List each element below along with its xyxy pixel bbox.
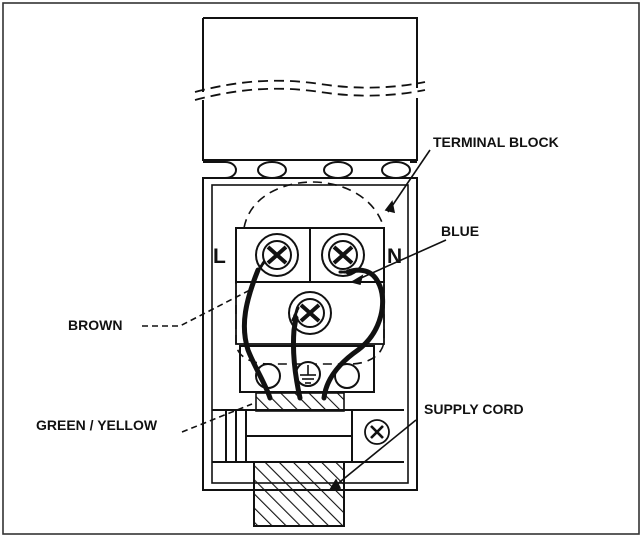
leader-lines — [142, 149, 447, 492]
label-brown: BROWN — [68, 317, 122, 333]
screw-earth — [288, 291, 332, 335]
earth-icon — [300, 365, 316, 384]
label-green-yellow: GREEN / YELLOW — [36, 417, 158, 433]
outer-frame — [2, 2, 640, 535]
appliance-body — [194, 17, 426, 161]
label-supply-cord: SUPPLY CORD — [424, 401, 524, 417]
label-blue: BLUE — [441, 223, 479, 239]
screw-neutral — [321, 233, 365, 277]
wires — [241, 260, 386, 412]
base-holes — [255, 361, 360, 389]
screw-clamp — [364, 419, 390, 445]
label-neutral: N — [387, 245, 402, 268]
label-live: L — [213, 245, 226, 268]
screw-live — [255, 233, 299, 277]
supply-cord — [253, 461, 345, 527]
label-terminal-block: TERMINAL BLOCK — [433, 134, 559, 150]
hinge-bumps — [203, 161, 417, 179]
